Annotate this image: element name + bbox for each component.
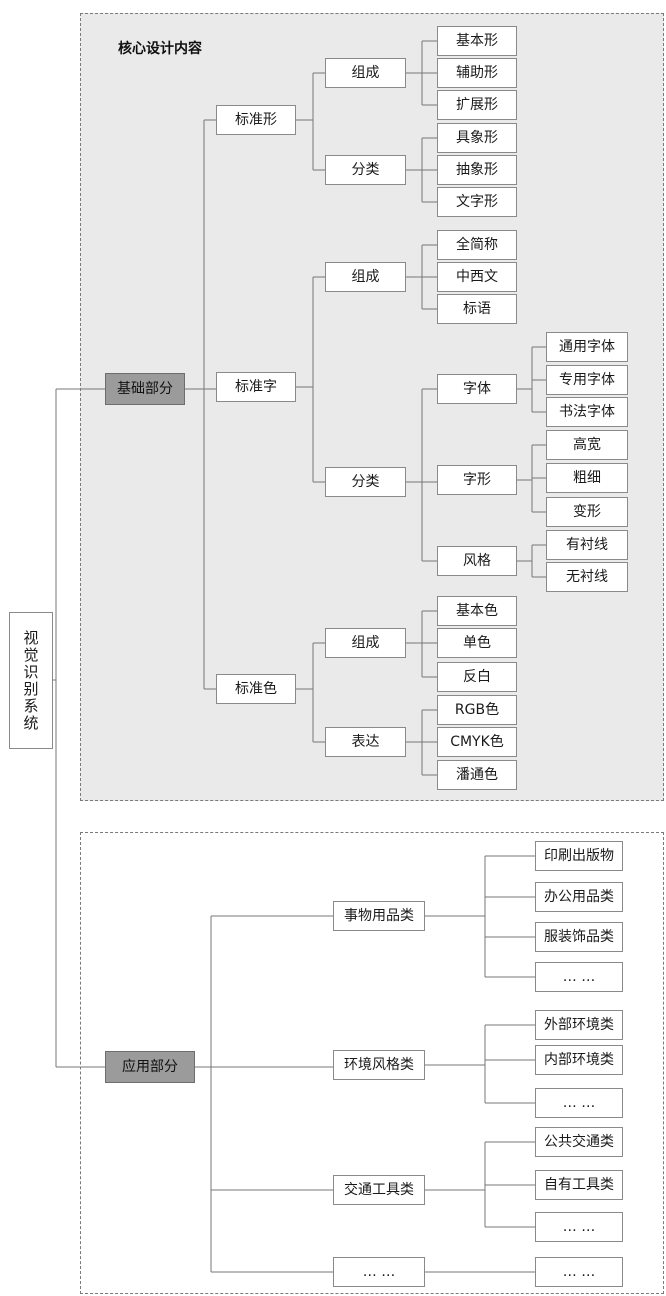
leaf-node: … … <box>535 962 623 992</box>
leaf-node: 外部环境类 <box>535 1010 623 1040</box>
leaf-node: 辅助形 <box>437 58 517 88</box>
char-classify-node: 分类 <box>325 467 406 497</box>
leaf-node: 标语 <box>437 294 517 324</box>
leaf-node: 中西文 <box>437 262 517 292</box>
leaf-node: 公共交通类 <box>535 1127 623 1157</box>
leaf-node: 具象形 <box>437 123 517 153</box>
leaf-node: CMYK色 <box>437 727 517 757</box>
standard-color-node: 标准色 <box>216 674 296 704</box>
leaf-node: 基本色 <box>437 596 517 626</box>
leaf-node: 内部环境类 <box>535 1045 623 1075</box>
root-label: 视觉识别系统 <box>21 629 40 732</box>
leaf-node: 反白 <box>437 662 517 692</box>
style-node: 风格 <box>437 546 517 576</box>
leaf-node: 文字形 <box>437 187 517 217</box>
shape-compose-node: 组成 <box>325 58 406 88</box>
transport-category-node: 交通工具类 <box>333 1175 425 1205</box>
leaf-node: 抽象形 <box>437 155 517 185</box>
leaf-node: 印刷出版物 <box>535 841 623 871</box>
leaf-node: 专用字体 <box>546 365 628 395</box>
more-category-node: … … <box>333 1257 425 1287</box>
core-design-title: 核心设计内容 <box>118 41 202 57</box>
goods-category-node: 事物用品类 <box>333 901 425 931</box>
leaf-node: 扩展形 <box>437 90 517 120</box>
leaf-node: 通用字体 <box>546 332 628 362</box>
visual-identity-system-node: 视觉识别系统 <box>9 612 53 749</box>
leaf-node: 办公用品类 <box>535 882 623 912</box>
basic-part-node: 基础部分 <box>105 373 185 405</box>
leaf-node: … … <box>535 1088 623 1118</box>
leaf-node: 无衬线 <box>546 562 628 592</box>
leaf-node: 书法字体 <box>546 397 628 427</box>
leaf-node: RGB色 <box>437 695 517 725</box>
color-express-node: 表达 <box>325 727 406 757</box>
environment-category-node: 环境风格类 <box>333 1050 425 1080</box>
leaf-node: 基本形 <box>437 26 517 56</box>
leaf-node: 单色 <box>437 628 517 658</box>
leaf-node: 粗细 <box>546 463 628 493</box>
application-part-node: 应用部分 <box>105 1051 195 1083</box>
leaf-node: 全简称 <box>437 230 517 260</box>
leaf-node: 自有工具类 <box>535 1170 623 1200</box>
leaf-node: … … <box>535 1212 623 1242</box>
glyph-node: 字形 <box>437 465 517 495</box>
shape-classify-node: 分类 <box>325 155 406 185</box>
leaf-node: 变形 <box>546 497 628 527</box>
leaf-node: 有衬线 <box>546 530 628 560</box>
leaf-node: 潘通色 <box>437 760 517 790</box>
leaf-node: 高宽 <box>546 430 628 460</box>
char-compose-node: 组成 <box>325 262 406 292</box>
font-node: 字体 <box>437 374 517 404</box>
leaf-node: … … <box>535 1257 623 1287</box>
color-compose-node: 组成 <box>325 628 406 658</box>
standard-shape-node: 标准形 <box>216 105 296 135</box>
standard-character-node: 标准字 <box>216 372 296 402</box>
leaf-node: 服装饰品类 <box>535 922 623 952</box>
